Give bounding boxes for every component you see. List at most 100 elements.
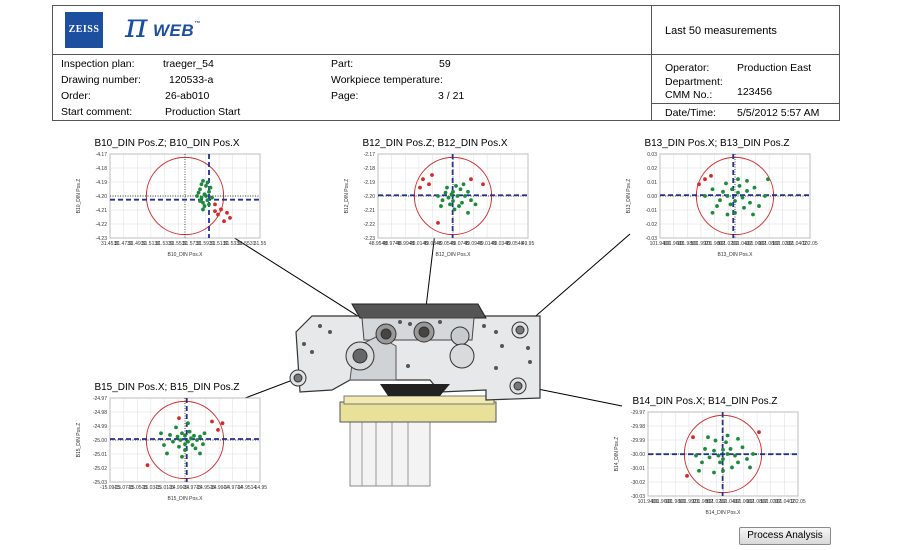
y-tick-label: -2.21 xyxy=(364,208,376,214)
in-tolerance-point xyxy=(205,180,210,185)
x-tick-label: -14.9515 xyxy=(196,485,216,491)
in-tolerance-point xyxy=(718,460,722,465)
x-tick-label: 101.0202 xyxy=(718,241,739,247)
in-tolerance-point xyxy=(204,184,208,188)
x-tick-label: 101.0402 xyxy=(731,241,752,247)
in-tolerance-point xyxy=(733,199,737,203)
x-tick-label: 101.9601 xyxy=(651,499,672,505)
x-tick-label: 101.9601 xyxy=(663,241,684,247)
x-tick-label: -14.9514 xyxy=(236,485,256,491)
part-value: 59 xyxy=(439,58,451,70)
part-top-block xyxy=(351,303,487,319)
x-tick-label: 49.0948 xyxy=(464,241,482,247)
x-tick-label: 31.5531 xyxy=(237,241,255,247)
in-tolerance-point xyxy=(740,445,745,450)
y-tick-label: 0.01 xyxy=(647,180,657,186)
x-tick-label: 101.0402 xyxy=(774,499,795,505)
in-tolerance-point xyxy=(725,212,730,217)
y-tick-label: -0.03 xyxy=(646,236,658,242)
y-tick-label: -24.98 xyxy=(93,410,107,416)
in-tolerance-point xyxy=(183,433,187,438)
chart-plot: 48.954848.974848.994849.014849.034849.05… xyxy=(344,152,534,258)
support-columns xyxy=(349,419,431,487)
y-tick-label: -2.22 xyxy=(364,222,376,228)
x-tick-label: 101.9401 xyxy=(638,499,659,505)
x-tick-label: 31.55 xyxy=(254,241,267,247)
in-tolerance-point xyxy=(745,178,749,183)
x-tick-label: -15.0115 xyxy=(155,485,175,491)
small-hole xyxy=(500,344,504,348)
in-tolerance-point xyxy=(204,194,208,198)
drawing-number-value: 120533-a xyxy=(169,74,214,86)
in-tolerance-point xyxy=(445,185,449,190)
in-tolerance-point xyxy=(198,187,202,192)
x-tick-label: -14.95 xyxy=(253,485,267,491)
in-tolerance-point xyxy=(210,195,214,200)
in-tolerance-point xyxy=(198,434,202,439)
small-hole xyxy=(318,324,322,328)
y-tick-label: -4.21 xyxy=(96,208,108,214)
process-analysis-button[interactable]: Process Analysis xyxy=(739,527,831,545)
x-tick-label: 101.9921 xyxy=(690,241,711,247)
chart-title: B10_DIN Pos.Z; B10_DIN Pos.X xyxy=(94,138,240,149)
in-tolerance-point xyxy=(730,187,734,192)
in-tolerance-point xyxy=(436,194,440,198)
out-of-tolerance-point xyxy=(219,207,223,212)
x-tick-label: 48.9548 xyxy=(369,241,387,247)
in-tolerance-point xyxy=(710,210,715,215)
y-tick-label: -4.20 xyxy=(96,194,108,200)
in-tolerance-point xyxy=(724,181,728,186)
part-slot xyxy=(380,384,450,396)
in-tolerance-point xyxy=(162,443,166,447)
in-tolerance-point xyxy=(207,189,211,194)
x-tick-label: 49.0548 xyxy=(437,241,455,247)
y-tick-label: -4.18 xyxy=(96,166,108,172)
x-tick-label: 101.9802 xyxy=(704,241,725,247)
y-tick-label: -30.03 xyxy=(631,494,645,500)
out-of-tolerance-point xyxy=(213,209,217,214)
in-tolerance-point xyxy=(189,436,193,441)
x-tick-label: 49.0348 xyxy=(492,241,510,247)
in-tolerance-point xyxy=(766,177,770,182)
zeiss-logo: ZEISS xyxy=(65,12,103,48)
part-body xyxy=(295,303,541,401)
in-tolerance-point xyxy=(721,189,725,194)
x-tick-label: 101.0402 xyxy=(786,241,807,247)
x-tick-label: 102.05 xyxy=(790,499,806,505)
plate-top xyxy=(343,395,495,405)
y-tick-label: -2.20 xyxy=(364,194,376,200)
y-tick-label: -25.03 xyxy=(93,480,107,486)
chart-plot: 101.9401101.9601101.9801101.9921101.9802… xyxy=(626,152,818,258)
in-tolerance-point xyxy=(460,200,464,205)
x-tick-label: 101.0202 xyxy=(760,499,781,505)
x-axis-label: B10_DIN Pos.X xyxy=(167,252,203,258)
x-tick-label: 101.0202 xyxy=(772,241,793,247)
in-tolerance-point xyxy=(159,431,163,436)
in-tolerance-point xyxy=(195,194,199,198)
in-tolerance-point xyxy=(168,433,172,437)
chart-title: B14_DIN Pos.X; B14_DIN Pos.Z xyxy=(632,396,778,407)
x-tick-label: 31.5131 xyxy=(210,241,228,247)
x-tick-label: 48.9748 xyxy=(383,241,401,247)
part-holes xyxy=(289,321,529,395)
hole-bore xyxy=(449,343,475,369)
in-tolerance-point xyxy=(174,425,178,430)
out-of-tolerance-point xyxy=(685,473,689,478)
in-tolerance-point xyxy=(186,439,190,444)
in-tolerance-point xyxy=(454,184,458,188)
report-header: ZEISS π WEB™ Last 50 measurements Inspec… xyxy=(52,5,840,121)
out-of-tolerance-point xyxy=(703,177,707,182)
web-wordmark: WEB™ xyxy=(153,21,201,41)
x-tick-label: 101.9401 xyxy=(650,241,671,247)
out-of-tolerance-point xyxy=(421,177,425,182)
y-tick-label: -2.19 xyxy=(364,180,376,186)
x-tick-label: 101.9802 xyxy=(692,499,713,505)
hole-bore-left-inner xyxy=(352,348,368,364)
out-of-tolerance-point xyxy=(430,173,434,177)
order-label: Order: xyxy=(61,90,91,102)
in-tolerance-point xyxy=(703,447,707,451)
in-tolerance-point xyxy=(721,468,725,473)
